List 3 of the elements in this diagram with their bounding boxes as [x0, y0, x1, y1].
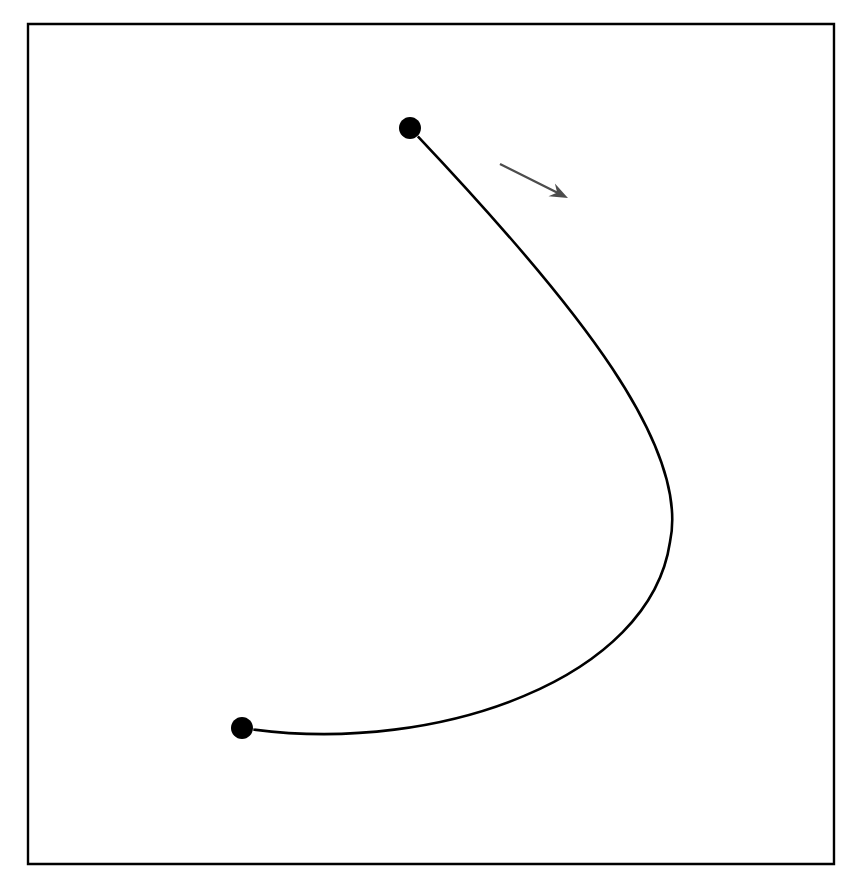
- dot: [399, 117, 421, 139]
- dot: [231, 717, 253, 739]
- curve: [253, 135, 674, 735]
